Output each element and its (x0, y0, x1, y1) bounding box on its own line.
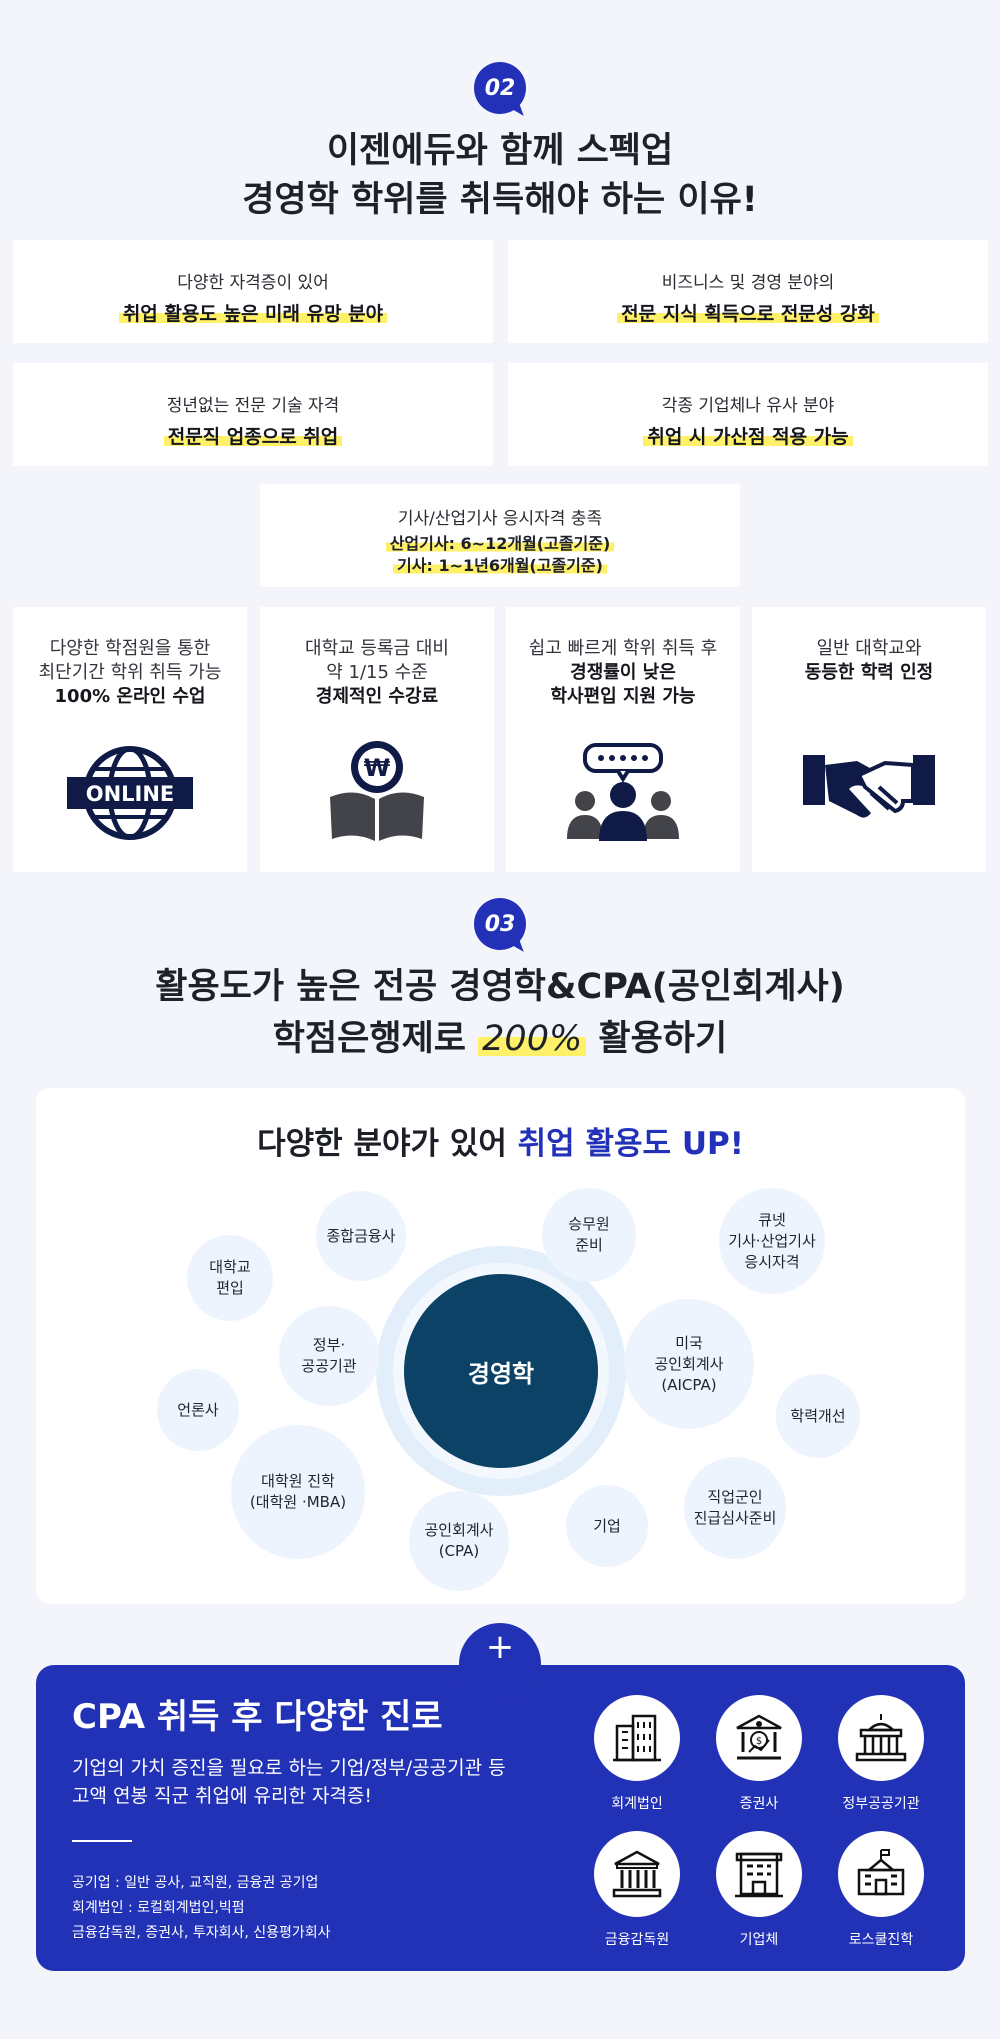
reason-card-center: 기사/산업기사 응시자격 충족 산업기사: 6~12개월(고졸기준) 기사: 1… (260, 484, 740, 587)
reason-card-line2: 취업 활용도 높은 미래 유망 분야 (118, 303, 388, 325)
bubble-flight-attendant: 승무원 준비 (542, 1188, 636, 1282)
corp-law-school: 로스쿨진학 (820, 1831, 942, 1949)
feature-line2: 약 1/15 수준 (326, 662, 428, 683)
section-badge-03: 03 (474, 898, 526, 950)
online-globe-icon: ONLINE (67, 746, 193, 840)
feature-line1: 일반 대학교와 (816, 638, 922, 659)
bubble-aicpa: 미국 공인회계사 (AICPA) (624, 1299, 754, 1429)
reason-card-line2: 전문직 업종으로 취업 (163, 426, 343, 448)
feature-line3: 학사편입 지원 가능 (550, 686, 696, 707)
reason-card-center-line2: 산업기사: 6~12개월(고졸기준) (385, 534, 615, 553)
bubble-university-transfer: 대학교 편입 (187, 1235, 273, 1321)
bubble-press: 언론사 (157, 1369, 239, 1451)
section3-title-line2: 학점은행제로 200% 활용하기 (0, 1014, 1000, 1064)
cpa-title: CPA 취득 후 다양한 진로 (72, 1697, 443, 1737)
panel-title-highlight: 취업 활용도 UP! (517, 1126, 744, 1162)
bubble-education-upgrade: 학력개선 (776, 1374, 860, 1458)
corp-label: 증권사 (739, 1796, 779, 1812)
plus-badge: + (459, 1623, 541, 1705)
section2-title-line2: 경영학 학위를 취득해야 하는 이유! (242, 180, 758, 220)
panel-title-pre: 다양한 분야가 있어 (257, 1126, 507, 1162)
reason-card-center-line3: 기사: 1~1년6개월(고졸기준) (393, 556, 607, 575)
cpa-career-panel: CPA 취득 후 다양한 진로 기업의 가치 증진을 필요로 하는 기업/정부/… (36, 1665, 965, 1971)
cpa-item-1: 공기업 : 일반 공사, 교직원, 금융권 공기업 (72, 1875, 319, 1891)
divider (72, 1840, 132, 1842)
center-circle-management: 경영학 (404, 1274, 598, 1468)
section3-title-pre: 학점은행제로 (272, 1019, 466, 1059)
reason-card-line2: 취업 시 가산점 적용 가능 (643, 426, 853, 448)
reason-card-line1: 정년없는 전문 기술 자격 (166, 396, 340, 416)
bank-chart-icon: $ (736, 1714, 782, 1760)
feature-card-transfer: 쉽고 빠르게 학위 취득 후 경쟁률이 낮은 학사편입 지원 가능 (506, 607, 740, 872)
feature-line3: 100% 온라인 수업 (54, 686, 206, 707)
reason-card-3: 정년없는 전문 기술 자격 전문직 업종으로 취업 (13, 363, 493, 466)
corp-accounting-firm: 회계법인 (576, 1695, 698, 1813)
reason-card-center-line1: 기사/산업기사 응시자격 충족 (397, 509, 603, 529)
cpa-item-2: 회계법인 : 로컬회계법인,빅펌 (72, 1900, 245, 1916)
cpa-desc-line2: 고액 연봉 직군 취업에 유리한 자격증! (72, 1785, 373, 1807)
corp-label: 금융감독원 (604, 1932, 670, 1948)
school-building-icon (857, 1849, 905, 1896)
feature-card-degree: 일반 대학교와 동등한 학력 인정 (752, 607, 986, 872)
feature-line2: 최단기간 학위 취득 가능 (38, 662, 222, 683)
corp-government: 정부공공기관 (820, 1695, 942, 1813)
government-building-icon (855, 1714, 907, 1762)
cpa-desc-line1: 기업의 가치 증진을 필요로 하는 기업/정부/공공기관 등 (72, 1757, 506, 1779)
section3-title-post: 활용하기 (598, 1019, 728, 1059)
handshake-icon (803, 755, 935, 818)
bubble-qnet: 큐넷 기사·산업기사 응시자격 (719, 1188, 825, 1294)
reason-card-line1: 비즈니스 및 경영 분야의 (661, 273, 835, 293)
corp-securities: $ 증권사 (698, 1695, 820, 1813)
won-book-icon: ₩ (330, 741, 424, 841)
svg-text:ONLINE: ONLINE (86, 782, 175, 806)
feature-line3: 경제적인 수강료 (315, 686, 439, 707)
section2-title-line1: 이젠에듀와 함께 스펙업 (326, 131, 674, 171)
corp-label: 정부공공기관 (842, 1796, 920, 1812)
reason-card-4: 각종 기업체나 유사 분야 취업 시 가산점 적용 가능 (508, 363, 988, 466)
feature-line1: 쉽고 빠르게 학위 취득 후 (528, 638, 718, 659)
feature-line1: 대학교 등록금 대비 (305, 638, 449, 659)
bubble-cpa: 공인회계사 (CPA) (409, 1491, 509, 1591)
bubble-company: 기업 (566, 1485, 648, 1567)
reason-card-line1: 다양한 자격증이 있어 (177, 273, 329, 293)
feature-line2: 동등한 학력 인정 (804, 662, 934, 683)
corp-label: 회계법인 (611, 1796, 663, 1812)
bubble-military: 직업군인 진급심사준비 (684, 1457, 786, 1559)
corp-company: 기업체 (698, 1831, 820, 1949)
svg-text:₩: ₩ (364, 754, 391, 782)
feature-card-tuition: 대학교 등록금 대비 약 1/15 수준 경제적인 수강료 ₩ (260, 607, 494, 872)
section3-title-highlight: 200% (478, 1019, 587, 1059)
reason-card-line2: 전문 지식 획득으로 전문성 강화 (617, 303, 879, 325)
section-badge-02: 02 (474, 62, 526, 114)
people-chat-icon (567, 743, 679, 841)
column-building-icon (612, 1850, 662, 1898)
reason-card-1: 다양한 자격증이 있어 취업 활용도 높은 미래 유망 분야 (13, 240, 493, 343)
bubble-government: 정부· 공공기관 (279, 1306, 379, 1406)
corp-label: 기업체 (739, 1932, 779, 1948)
cpa-item-3: 금융감독원, 증권사, 투자회사, 신용평가회사 (72, 1925, 331, 1941)
company-building-icon (735, 1852, 783, 1898)
feature-line2: 경쟁률이 낮은 (570, 662, 676, 683)
feature-line1: 다양한 학점원을 통한 (49, 638, 211, 659)
corp-label: 로스쿨진학 (848, 1932, 914, 1948)
corp-fss: 금융감독원 (576, 1831, 698, 1949)
career-field-panel: 다양한 분야가 있어 취업 활용도 UP! 경영학 종합금융사 승무원 준비 큐… (36, 1088, 965, 1604)
feature-card-online: 다양한 학점원을 통한 최단기간 학위 취득 가능 100% 온라인 수업 ON… (13, 607, 247, 872)
section3-title-line1: 활용도가 높은 전공 경영학&CPA(공인회계사) (155, 967, 845, 1007)
bubble-financial: 종합금융사 (316, 1191, 406, 1281)
bubble-graduate-school: 대학원 진학 (대학원 ·MBA) (231, 1425, 365, 1559)
svg-text:$: $ (756, 1736, 762, 1747)
reason-card-2: 비즈니스 및 경영 분야의 전문 지식 획득으로 전문성 강화 (508, 240, 988, 343)
office-building-icon (613, 1714, 661, 1762)
reason-card-line1: 각종 기업체나 유사 분야 (661, 396, 835, 416)
